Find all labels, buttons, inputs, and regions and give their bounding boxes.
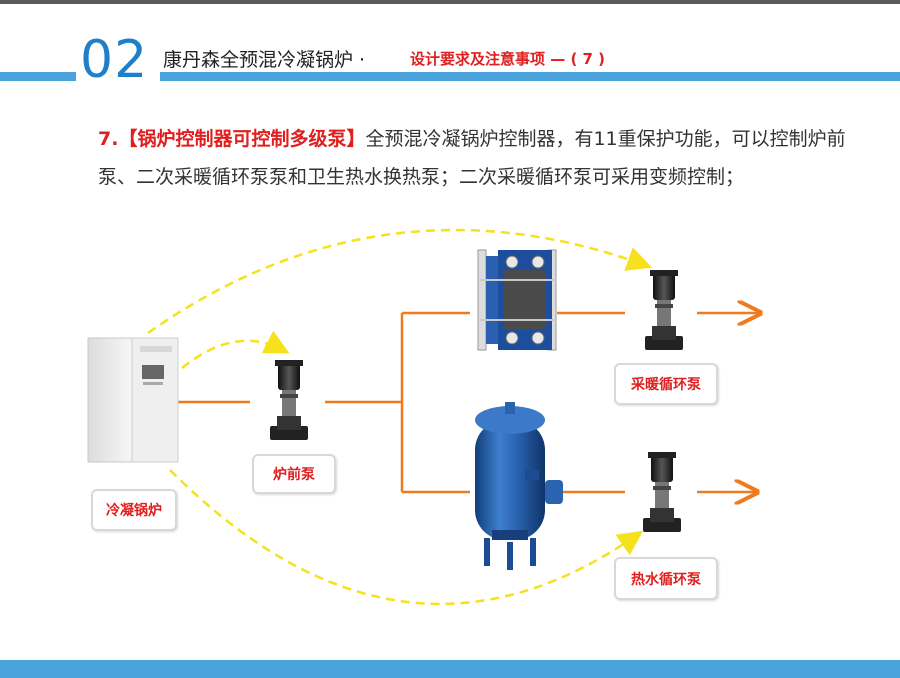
header-bar-left — [0, 72, 76, 81]
page-subtitle: 设计要求及注意事项 — ( 7 ) — [410, 50, 606, 68]
heating-pump-label: 采暖循环泵 — [614, 363, 718, 405]
footer-bar — [0, 660, 900, 678]
front-pump-image — [270, 360, 308, 440]
header-bar-right — [160, 72, 900, 81]
item-highlight: 【锅炉控制器可控制多级泵】 — [118, 128, 366, 150]
section-number: 02 — [80, 30, 149, 90]
pipe-lines — [178, 313, 760, 492]
item-number: 7. — [98, 128, 119, 150]
item-text: 全预混冷凝锅炉控制器，有11重保护功能，可以控制炉前泵、二次采暖循环泵泵和卫生热… — [98, 128, 846, 188]
front-pump-label: 炉前泵 — [252, 454, 336, 494]
buffer-tank-image — [475, 402, 563, 570]
plate-heat-exchanger-image — [477, 249, 557, 351]
boiler-image — [87, 337, 179, 463]
page-title: 康丹森全预混冷凝锅炉 · — [163, 49, 366, 71]
hot-water-pump-image — [643, 452, 681, 532]
boiler-label: 冷凝锅炉 — [91, 489, 177, 531]
signal-to-hotwater-pump — [169, 469, 644, 606]
top-border — [0, 0, 900, 4]
description-paragraph: 7.【锅炉控制器可控制多级泵】全预混冷凝锅炉控制器，有11重保护功能，可以控制炉… — [98, 120, 858, 196]
hot-water-pump-label: 热水循环泵 — [614, 557, 718, 600]
signal-to-heating-pump — [147, 228, 653, 335]
heating-pump-image — [645, 270, 683, 350]
signal-to-front-pump — [181, 330, 290, 369]
